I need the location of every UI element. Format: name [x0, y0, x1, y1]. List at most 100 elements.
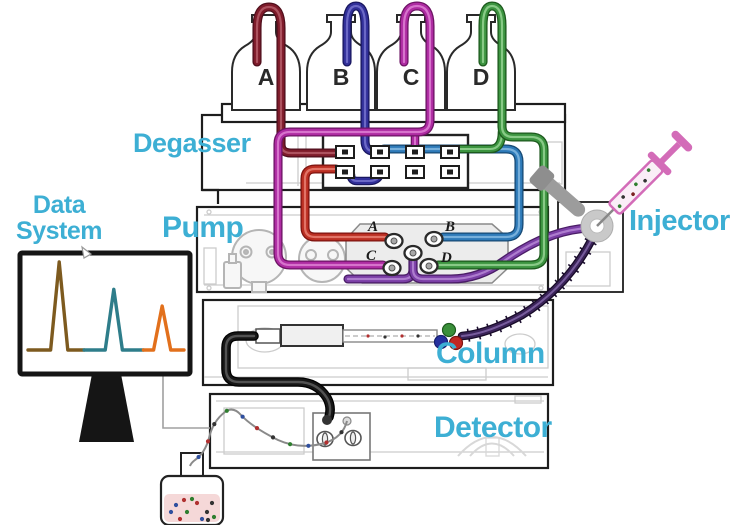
tube-pump-to-injector-shine — [411, 226, 591, 281]
column-speck — [400, 334, 404, 338]
degasser-port-core — [412, 169, 418, 175]
waste-band-dot — [306, 443, 311, 448]
chromatogram-peak-3 — [141, 304, 186, 352]
solvent-bottles — [231, 14, 516, 111]
waste-band-dot — [339, 430, 344, 435]
waste-band-dot — [205, 439, 211, 444]
data-system-label: Data System — [5, 192, 113, 245]
chromatogram-peak-2 — [82, 287, 146, 352]
mouse-cursor — [81, 245, 93, 259]
degasser-manifold-box — [321, 133, 470, 190]
pump-port-c-core — [388, 264, 396, 272]
tube-degasser-to-pump-b-shine — [382, 147, 521, 239]
data-system-label-line1: Data — [32, 191, 86, 219]
syringe-sample-dot — [617, 204, 622, 209]
syringe-sample-dot — [643, 178, 647, 183]
monitor-stand — [79, 374, 134, 442]
column-inlet-connector — [255, 328, 281, 344]
bottle-a-letter: A — [257, 64, 275, 90]
degasser-ports — [335, 145, 460, 179]
pump-port-a-letter: A — [368, 219, 379, 235]
syringe-plunger-handle — [671, 130, 693, 152]
syringe-flange — [647, 151, 672, 176]
degasser-port-core — [342, 149, 348, 155]
waste-particle — [194, 500, 200, 506]
waste-band-dot — [254, 426, 260, 431]
pump-port-b-core — [430, 235, 438, 243]
sample-dot-green — [441, 322, 457, 338]
sample-plug-dots — [433, 322, 464, 351]
column-label: Column — [436, 337, 545, 370]
pump-head-right — [298, 235, 346, 283]
degasser-port-core — [377, 149, 383, 155]
tube-detector-to-waste — [189, 408, 348, 467]
detector-label: Detector — [434, 411, 552, 444]
monitor-cable — [162, 376, 210, 429]
tube-degasser-to-pump-a-shine — [303, 167, 387, 239]
waste-particle — [168, 509, 174, 515]
flow-cell-inlet-port — [322, 415, 332, 425]
waste-tube-band-dots — [196, 408, 344, 460]
degasser-port-core — [447, 149, 453, 155]
pump-port-b-letter: B — [445, 219, 456, 235]
pump-port-d-letter: D — [441, 250, 452, 266]
degasser-port-core — [447, 169, 453, 175]
waste-particle — [189, 496, 195, 502]
waste-band-dot — [270, 435, 276, 440]
pump-label: Pump — [162, 211, 244, 244]
pump-port-c-letter: C — [366, 248, 377, 264]
degasser-port-core — [377, 169, 383, 175]
waste-band-dot — [288, 442, 293, 447]
tube-solvent-d-shine — [436, 4, 546, 267]
valve-lever — [529, 165, 586, 217]
pump-port-a-core — [390, 237, 398, 245]
tube-column-to-detector-shine — [224, 334, 332, 419]
syringe-sample-dots — [617, 168, 651, 209]
column-speck — [416, 334, 420, 338]
bottle-d-letter: D — [472, 64, 490, 90]
column-speck — [383, 335, 387, 339]
column-end-fitting — [280, 324, 344, 347]
tube-solvent-c-shine — [276, 4, 432, 267]
bottle-c-letter: C — [402, 64, 420, 90]
module-step-edge — [202, 188, 220, 204]
syringe-icon — [596, 130, 693, 227]
prime-bottle — [223, 261, 242, 289]
data-system-label-line2: System — [16, 217, 102, 246]
chromatogram-peak-1 — [26, 260, 86, 352]
detector-flow-cell — [312, 412, 371, 461]
waste-particle — [211, 514, 217, 520]
column-assembly — [255, 324, 438, 347]
waste-particle — [173, 502, 179, 508]
sample-dot-red — [448, 335, 464, 351]
pump-manifold-ports — [382, 230, 444, 277]
waste-particle — [204, 509, 210, 515]
column-speck — [366, 334, 370, 338]
detector-lamp-arc — [457, 436, 527, 457]
tube-solvent-a-supply-shine — [255, 5, 338, 155]
lever-shaft — [539, 175, 586, 217]
detector-lamp-arc — [469, 442, 515, 457]
lever-tip — [529, 165, 555, 191]
chromatogram-plot — [26, 260, 186, 352]
waste-particle — [184, 509, 190, 515]
syringe-sample-dot — [621, 195, 625, 199]
waste-band-dot — [240, 414, 245, 419]
waste-liquid-particles — [168, 496, 217, 523]
solvent-bottle-a — [231, 14, 301, 111]
column-sample-specks — [366, 334, 420, 339]
waste-particle — [199, 516, 205, 522]
syringe-plunger-rod — [658, 141, 682, 165]
waste-liquid — [164, 494, 220, 522]
waste-particle — [205, 517, 211, 523]
waste-bottle — [159, 452, 225, 525]
solvent-bottle-c — [376, 14, 446, 111]
waste-band-dot — [324, 440, 329, 445]
tube-injector-to-column-shine — [460, 239, 593, 338]
degasser-label: Degasser — [133, 128, 251, 158]
data-system-monitor — [17, 245, 210, 442]
pump-port-mixer-core — [409, 249, 417, 257]
syringe-needle — [596, 208, 615, 227]
